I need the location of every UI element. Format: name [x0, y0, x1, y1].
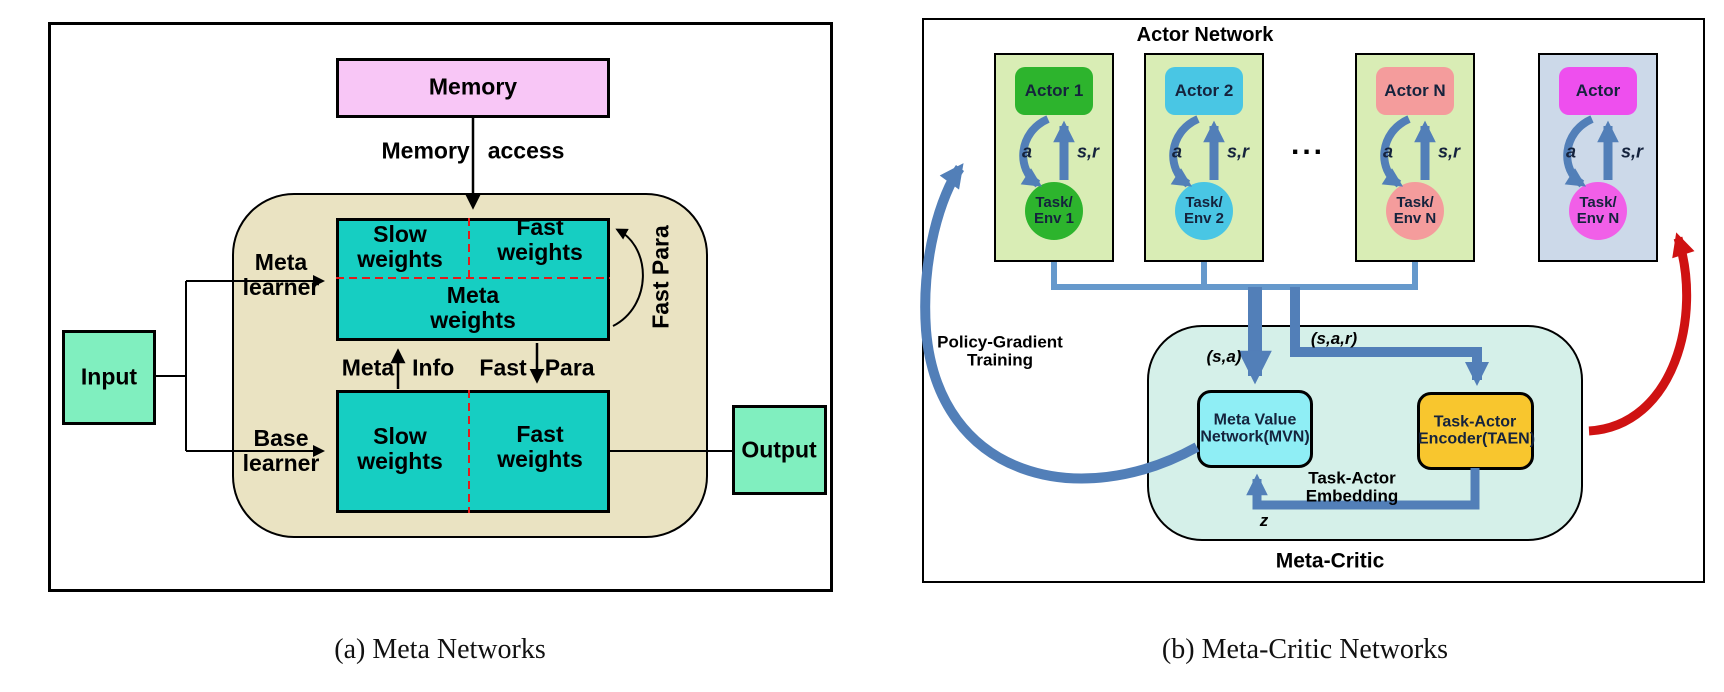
a-label-n: a [1382, 141, 1394, 162]
task-actor-embedding-label: Task-Actor Embedding [1305, 468, 1399, 506]
task-env-meta-circle [1569, 182, 1627, 240]
actor-meta-label: Actor [1575, 80, 1621, 100]
task-envN-circle [1386, 182, 1444, 240]
actor2-label: Actor 2 [1174, 80, 1234, 100]
input-branch-lines [156, 281, 187, 451]
a-label-meta: a [1565, 141, 1577, 162]
meta-value-network-box [1197, 390, 1313, 468]
meta-weights-label: Meta weights [430, 282, 516, 333]
embedding-z-arrow [1246, 468, 1480, 510]
actor-network-title: Actor Network [1136, 24, 1274, 47]
actor1-box [1015, 67, 1093, 115]
task-env1-label: Task/ Env 1 [1033, 193, 1075, 227]
meta-fast-weights-label: Fast weights [497, 214, 583, 265]
memory-label: Memory [428, 73, 518, 100]
a-arrow-meta [1563, 115, 1594, 188]
meta-critic-feedback-arrow [1588, 232, 1695, 436]
sr-label-n: s,r [1437, 141, 1461, 162]
task-env2-label: Task/ Env 2 [1183, 193, 1225, 227]
base-fast-weights-label: Fast weights [497, 421, 583, 472]
input-box [62, 330, 156, 425]
z-label: z [1259, 510, 1269, 530]
mvn-label: Meta Value Network(MVN) [1200, 411, 1310, 446]
memory-box [336, 58, 610, 118]
task-env1-circle [1025, 182, 1083, 240]
actorN-box [1376, 67, 1454, 115]
output-label: Output [741, 436, 817, 463]
policy-gradient-label: Policy-Gradient Training [937, 332, 1063, 370]
fast-para-loop-arrow [612, 228, 644, 327]
policy-gradient-arrow [920, 163, 1200, 484]
actor1-label: Actor 1 [1024, 80, 1084, 100]
meta-slow-weights-label: Slow weights [357, 221, 443, 272]
a-label-2: a [1171, 141, 1183, 162]
task-env-meta-label: Task/ Env N [1576, 193, 1620, 227]
meta-learner-label: Meta learner [242, 249, 320, 300]
sr-label-meta: s,r [1620, 141, 1644, 162]
a-arrow-n [1380, 115, 1411, 188]
sr-label-2: s,r [1226, 141, 1250, 162]
sa-label: (s,a) [1206, 346, 1242, 366]
input-label: Input [80, 363, 138, 390]
actor-meta-box [1559, 67, 1637, 115]
actor2-box [1165, 67, 1243, 115]
experience-bus [1051, 262, 1418, 290]
panel-ellipsis: ... [1290, 127, 1326, 161]
base-slow-weights-label: Slow weights [357, 423, 443, 474]
a-arrow-1 [1019, 115, 1050, 188]
sar-pipe-arrow [1290, 287, 1490, 387]
task-actor-encoder-box [1417, 392, 1534, 470]
base-learner-label: Base learner [242, 425, 320, 476]
meta-learner-weights-box [336, 218, 610, 341]
task-envN-label: Task/ Env N [1393, 193, 1437, 227]
figure-a-caption: (a) Meta Networks [334, 633, 546, 665]
a-label-1: a [1021, 141, 1033, 162]
task-env2-circle [1175, 182, 1233, 240]
output-box [732, 405, 827, 495]
sr-label-1: s,r [1076, 141, 1100, 162]
taen-label: Task-Actor Encoder(TAEN) [1418, 413, 1536, 448]
a-arrow-2 [1169, 115, 1200, 188]
fast-para-side-label: Fast Para [647, 225, 674, 329]
figure-b-caption: (b) Meta-Critic Networks [1161, 633, 1449, 665]
base-learner-weights-box [336, 390, 610, 513]
sar-label: (s,a,r) [1310, 328, 1358, 348]
meta-critic-label: Meta-Critic [1275, 549, 1385, 573]
actorN-label: Actor N [1384, 80, 1446, 100]
